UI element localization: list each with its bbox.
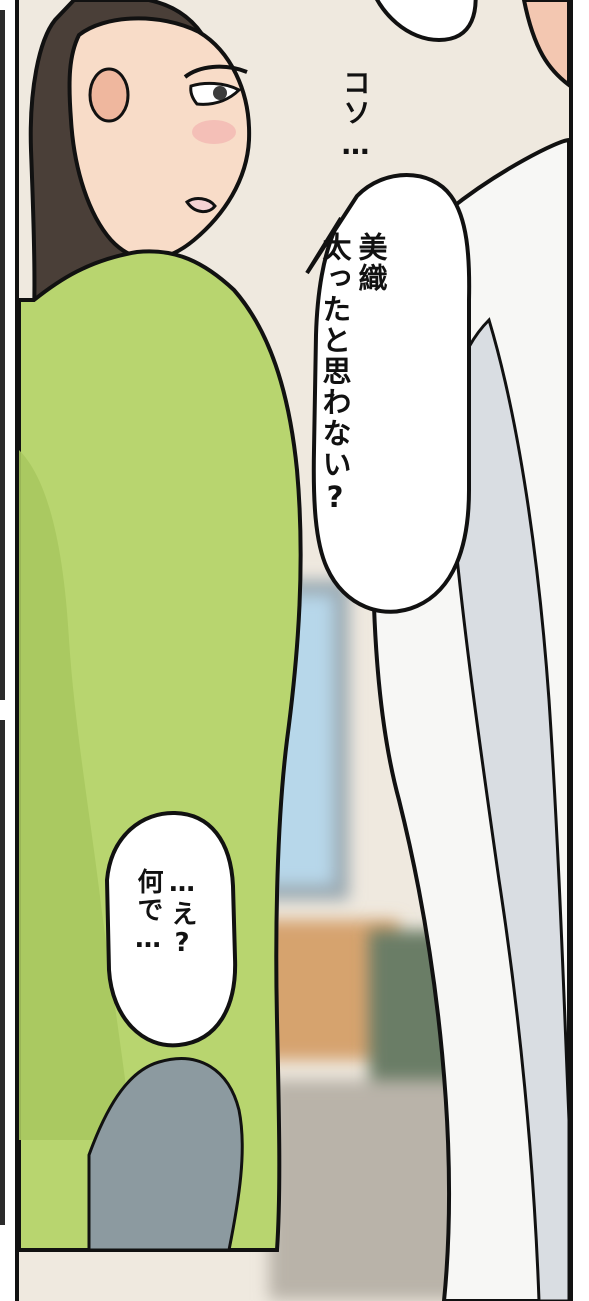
woman-mouth: [184, 197, 217, 213]
comic-panel: コソ… 美織 太ったと思わない? …え? 何で…: [15, 0, 573, 1301]
sfx-text: コソ…: [339, 68, 372, 163]
man-neck: [521, 0, 569, 88]
left-panel-bottom-border: [0, 720, 5, 1225]
man-speech-text: 美織 太ったと思わない?: [318, 232, 388, 516]
left-panel-edge: [0, 0, 10, 1301]
left-panel-top-border: [0, 10, 5, 700]
panel-illustration: [19, 0, 569, 1301]
woman-brow: [183, 64, 248, 79]
woman-blush: [192, 120, 236, 144]
woman-speech-text: …え? 何で…: [133, 868, 197, 960]
woman-pupil: [213, 86, 227, 100]
man-speech-bubble: [305, 173, 472, 614]
woman-ear: [88, 67, 130, 123]
woman-speech-bubble: [104, 810, 238, 1048]
woman-sweater-shade: [19, 450, 133, 1140]
woman-pants: [87, 1057, 244, 1252]
top-speech-bubble: [375, 0, 478, 43]
